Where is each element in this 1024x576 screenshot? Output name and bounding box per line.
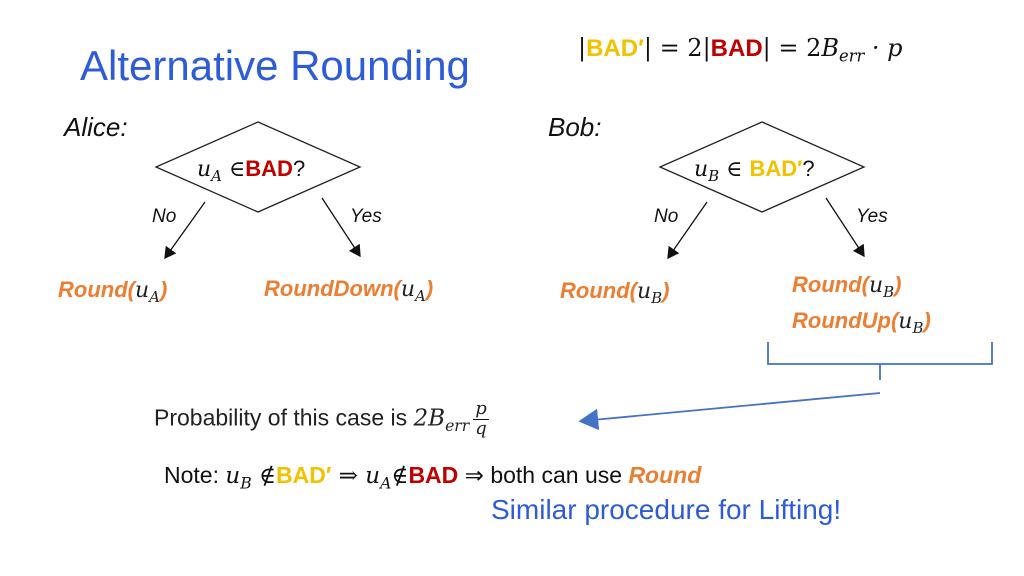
alice-decision-diamond (154, 121, 362, 213)
alice-no-label: No (152, 206, 177, 227)
bad-size-formula: |BAD′| = 2|BAD| = 2Berr · p (578, 34, 903, 66)
bob-round-outcome-yes: Round(uB) (792, 272, 902, 302)
lifting-note: Similar procedure for Lifting! (491, 494, 842, 525)
bad-prime-label: BAD′ (586, 35, 644, 62)
alice-yes-label: Yes (350, 206, 382, 227)
bob-label: Bob: (548, 112, 602, 142)
note-statement: Note: uB ∉BAD′ ⇒ uA∉BAD ⇒ both can use R… (164, 462, 702, 493)
alice-yes-arrow (321, 197, 361, 258)
page-title: Alternative Rounding (80, 42, 470, 89)
bob-no-label: No (654, 206, 679, 227)
bob-yes-arrow (825, 197, 865, 258)
alice-label: Alice: (64, 112, 128, 142)
alice-no-arrow (164, 201, 206, 260)
bad-label: BAD (710, 35, 763, 62)
probability-arrow (578, 392, 881, 431)
alice-condition: uA ∈BAD? (197, 156, 306, 186)
bob-yes-bracket (767, 342, 993, 380)
bob-yes-label: Yes (856, 206, 888, 227)
bob-no-arrow (667, 201, 708, 260)
bob-condition: uB ∈ BAD′? (694, 156, 815, 186)
bob-round-outcome: Round(uB) (560, 278, 670, 308)
bob-decision-diamond (658, 121, 866, 213)
alice-rounddown-outcome: RoundDown(uA) (264, 276, 434, 306)
note-label: Note: (164, 462, 219, 488)
alice-round-outcome: Round(uA) (58, 277, 168, 307)
bob-roundup-outcome: RoundUp(uB) (792, 308, 931, 338)
